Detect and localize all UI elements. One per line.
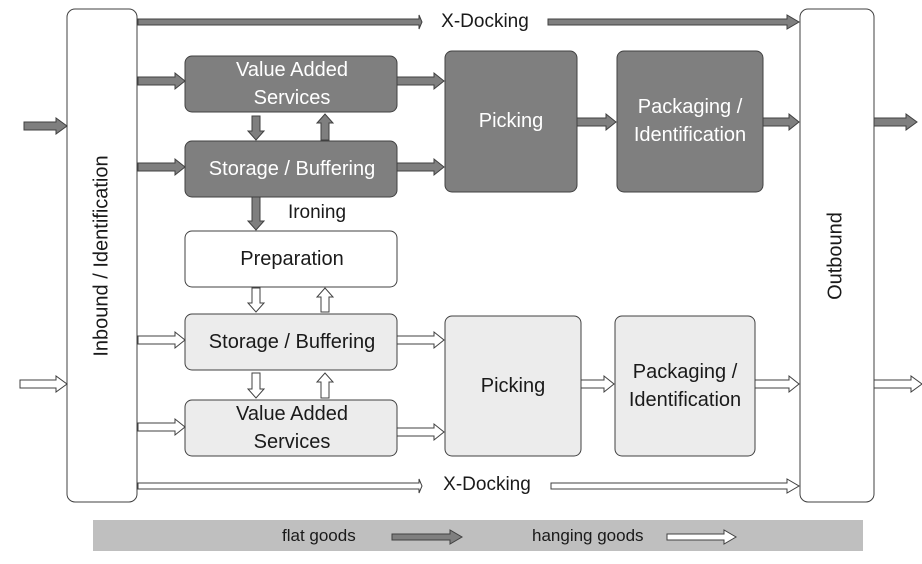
arrow-packaging-flat-to-outbound [762,112,800,132]
arrow-storage-flat-to-preparation [246,196,266,231]
preparation-box [184,230,398,288]
xdocking-top-arrow-right [547,14,800,30]
outbound-hanging-arrow [873,375,922,393]
legend-bar [93,520,863,551]
legend-hanging-arrow [666,529,737,545]
packaging-hanging-line2: Identification [628,389,742,411]
xdocking-bottom-label: X-Docking [443,474,531,495]
arrow-storage-flat-to-picking [396,157,445,177]
arrow-vas-flat-to-picking [396,71,445,91]
packaging-hanging-label: Packaging / Identification [615,316,755,456]
ironing-label: Ironing [287,202,347,223]
arrow-storage-hanging-to-picking [396,330,445,350]
vas-flat-line2: Services [253,87,331,109]
storage-flat-label: Storage / Buffering [208,158,376,180]
arrow-storage-to-vas-hanging [246,372,266,399]
picking-flat-label: Picking [478,110,544,132]
inbound-box [66,8,138,503]
legend-flat-label: flat goods [282,526,356,545]
arrow-vas-hanging-to-picking [396,422,445,442]
vas-flat-line1: Value Added [236,59,348,81]
arrow-storage-to-vas-flat [315,113,335,141]
legend-flat-arrow [391,529,463,545]
arrow-picking-to-packaging-hanging [580,374,615,394]
inbound-flat-arrow [23,117,68,135]
legend-hanging-label: hanging goods [532,526,644,545]
packaging-flat-line2: Identification [633,124,747,146]
storage-hanging-label: Storage / Buffering [208,331,376,353]
vas-hanging-line1: Value Added [236,403,348,425]
outbound-label: Outbound [824,212,847,300]
vas-flat-label: Value Added Services [186,56,398,112]
arrow-packaging-hanging-to-outbound [754,374,800,394]
arrow-inbound-to-storage-flat [137,157,186,177]
arrow-preparation-to-storage-hanging [246,287,266,313]
xdocking-bottom-arrow-left [137,478,423,494]
xdocking-top-arrow-left [137,14,423,30]
preparation-label: Preparation [240,248,344,270]
vas-hanging-label: Value Added Services [186,400,398,456]
xdocking-bottom-arrow-right [550,478,800,494]
inbound-hanging-arrow [19,375,68,393]
outbound-box [799,8,875,503]
picking-hanging-label: Picking [480,375,546,397]
packaging-flat-label: Packaging / Identification [617,51,763,191]
arrow-inbound-to-vas-flat [137,71,186,91]
packaging-hanging-line1: Packaging / [632,361,738,383]
arrow-inbound-to-vas-hanging [137,417,186,437]
outbound-flat-arrow [873,113,918,131]
arrow-vas-to-storage-hanging [315,372,335,399]
vas-hanging-line2: Services [253,431,331,453]
xdocking-top-label: X-Docking [441,11,529,32]
inbound-label: Inbound / Identification [90,155,113,357]
arrow-inbound-to-storage-hanging [137,330,186,350]
arrow-storage-hanging-to-preparation [315,287,335,313]
packaging-flat-line1: Packaging / [637,96,743,118]
arrow-picking-to-packaging-flat [576,112,617,132]
arrow-vas-to-storage-flat [246,115,266,141]
